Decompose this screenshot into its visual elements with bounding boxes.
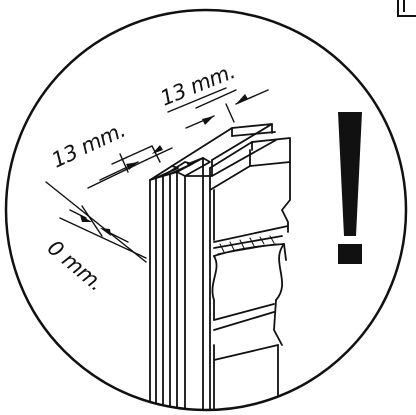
dimension-arrows-left bbox=[126, 145, 163, 170]
dimension-gap-left bbox=[87, 145, 173, 189]
panel-profile bbox=[149, 157, 211, 410]
dimension-arrows-right bbox=[202, 94, 248, 125]
dimension-offset bbox=[45, 181, 147, 263]
frame-top-cap bbox=[171, 123, 277, 177]
ridge-hatching bbox=[219, 235, 275, 253]
detail-magnifier-circle bbox=[4, 8, 408, 412]
corner-frame bbox=[397, 0, 416, 17]
dimension-arrows-offset bbox=[80, 215, 111, 236]
exclamation-icon bbox=[338, 112, 362, 264]
